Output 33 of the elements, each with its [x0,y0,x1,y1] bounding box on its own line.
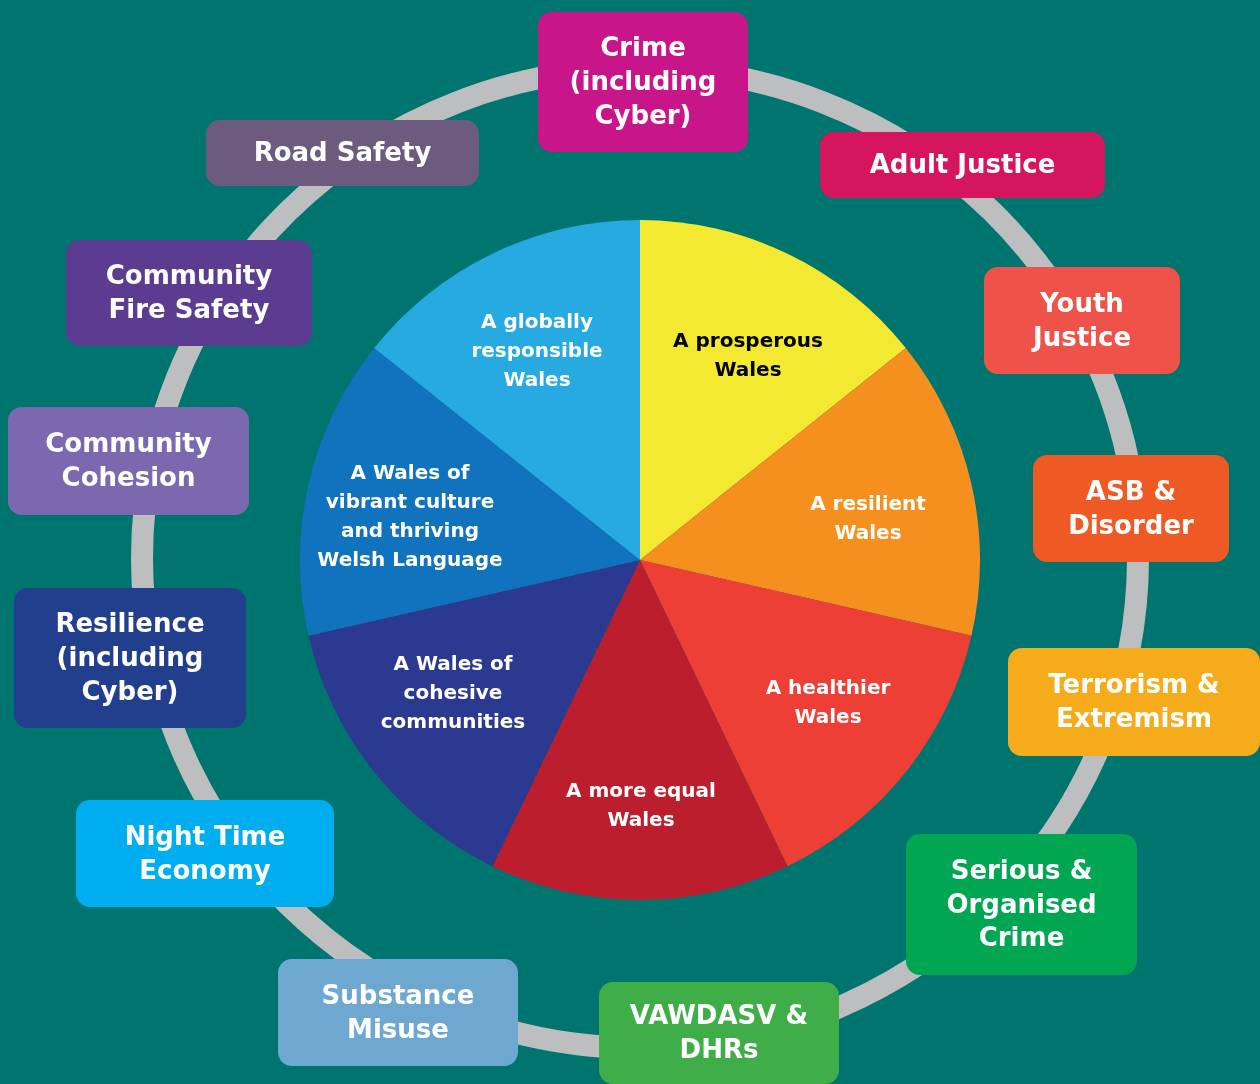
topic-box [206,120,479,186]
topic-label: Resilience (including Cyber) [54,607,206,708]
topic-label: Substance Misuse [320,978,476,1046]
topic-label: Community Cohesion [44,427,213,494]
topic-label: Crime (including Cyber) [568,31,718,132]
topic-box [820,132,1105,198]
topic-box [1008,648,1260,756]
topic-label: Night Time Economy [123,819,287,887]
segment-label: A Wales of vibrant culture and thriving Welsh Language [316,459,504,573]
topic-box [599,982,839,1084]
topic-label: Youth Justice [1030,286,1132,354]
segment-label: A Wales of cohesive communities [379,649,527,735]
topic-box [278,959,518,1066]
segment-label: A prosperous Wales [672,327,824,383]
segment-label: A globally responsible Wales [470,307,604,393]
topic-box [1033,455,1229,562]
topic-box [14,588,246,728]
topic-box [984,267,1180,374]
topic-box [76,800,334,907]
topic-label: Road Safety [253,136,432,170]
topic-box [906,834,1137,975]
topic-box [538,12,748,152]
topic-box [66,240,312,346]
topic-label: Community Fire Safety [104,259,274,326]
segment-label: A healthier Wales [764,674,892,730]
topic-label: Adult Justice [869,148,1056,182]
topic-label: ASB & Disorder [1067,474,1195,542]
topic-label: Terrorism & Extremism [1047,668,1221,735]
topic-label: VAWDASV & DHRs [628,999,810,1066]
topic-box [8,407,249,515]
topic-label: Serious & Organised Crime [945,853,1098,955]
segment-label: A resilient Wales [809,490,927,546]
segment-label: A more equal Wales [565,777,717,833]
